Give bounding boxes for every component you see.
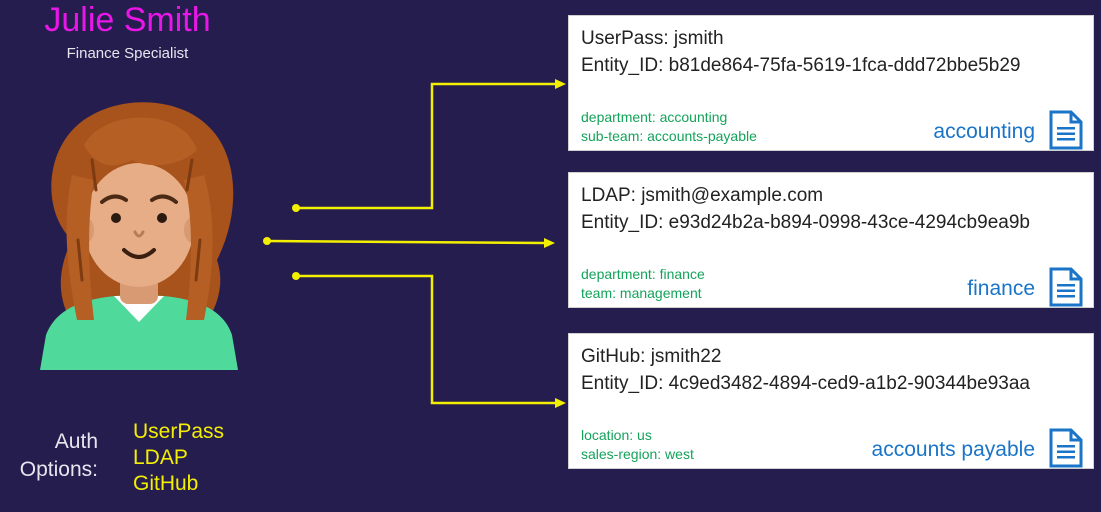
entity-metadata: department: accounting sub-team: account… [581, 109, 757, 144]
auth-option-userpass: UserPass [133, 420, 225, 443]
connector-ldap [266, 239, 547, 245]
group-label: finance [967, 277, 1035, 300]
arrow-head [555, 79, 566, 89]
auth-option-ldap: LDAP [133, 446, 188, 469]
identity-label: UserPass: jsmith [581, 28, 724, 49]
auth-options-list: UserPass LDAP GitHub [133, 419, 224, 497]
entity-metadata: department: finance team: management [581, 266, 705, 301]
auth-options-label: Auth Options: [19, 430, 98, 481]
connector-dot [292, 204, 300, 212]
identity-label: LDAP: jsmith@example.com [581, 185, 824, 206]
entity-card-userpass: UserPass: jsmith Entity_ID: b81de864-75f… [568, 15, 1094, 151]
arrow-head [544, 238, 555, 248]
person-name: Julie Smith [44, 1, 211, 39]
entity-metadata: location: us sales-region: west [581, 427, 694, 462]
connector-github [296, 274, 557, 405]
entity-card-github: GitHub: jsmith22 Entity_ID: 4c9ed3482-48… [568, 333, 1094, 469]
connector-dot [263, 237, 271, 245]
group-label: accounts payable [871, 438, 1035, 461]
entity-id: Entity_ID: b81de864-75fa-5619-1fca-ddd72… [581, 55, 1021, 76]
entity-id: Entity_ID: 4c9ed3482-4894-ced9-a1b2-9034… [581, 373, 1030, 394]
entity-id: Entity_ID: e93d24b2a-b894-0998-43ce-4294… [581, 212, 1030, 233]
connector-dot [292, 272, 300, 280]
arrow-head [555, 398, 566, 408]
document-icon [1049, 110, 1083, 150]
person-role: Finance Specialist [66, 45, 189, 62]
group-label: accounting [933, 120, 1035, 143]
auth-option-github: GitHub [133, 472, 199, 495]
entity-card-ldap: LDAP: jsmith@example.com Entity_ID: e93d… [568, 172, 1094, 308]
document-icon [1049, 267, 1083, 307]
connector-userpass [296, 82, 557, 210]
person-avatar-icon [40, 102, 238, 370]
document-icon [1049, 428, 1083, 468]
identity-label: GitHub: jsmith22 [581, 346, 722, 367]
